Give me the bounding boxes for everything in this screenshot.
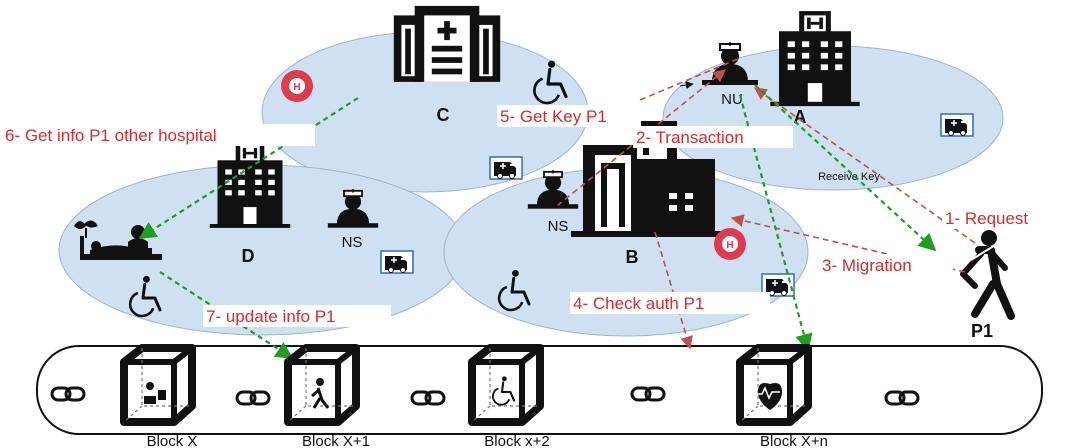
step-label-update-info: 7- update info P1 — [203, 305, 391, 327]
node-c-letter: C — [437, 105, 450, 125]
hospital-building-icon — [571, 121, 727, 237]
arrow-request — [753, 87, 976, 244]
step-label-migration: 3- Migration — [819, 254, 953, 276]
h-badge-letter: H — [293, 82, 300, 93]
block-label-x1: Block X+1 — [302, 433, 370, 448]
hospital-building-icon — [209, 142, 291, 228]
arrow-get-info — [138, 97, 359, 239]
step-3-text: 3- Migration — [822, 256, 912, 275]
arrow-transaction — [557, 69, 726, 206]
step-2-text: 2- Transaction — [636, 128, 744, 147]
blockchain-block-icon — [740, 348, 808, 422]
hospital-h-badge-icon: H — [714, 228, 746, 260]
arrow-to-block-n — [738, 94, 813, 352]
hospital-building-icon — [393, 5, 501, 82]
node-d-letter: D — [242, 246, 255, 266]
step-label-check-auth: 4- Check auth P1 — [570, 292, 770, 314]
node-b-letter: B — [626, 247, 639, 267]
hospital-h-badge-icon: H — [281, 70, 313, 102]
step-1-text: 1- Request — [945, 209, 1028, 228]
step-7-text: 7- update info P1 — [206, 307, 335, 326]
patient-walking-icon — [960, 230, 1015, 320]
step-6-text: 6- Get info P1 other hospital — [5, 126, 217, 145]
arrow-receive-key — [754, 84, 937, 252]
h-badge-letter: H — [726, 240, 733, 251]
block-label-x2: Block x+2 — [484, 433, 549, 448]
arrow-get-key — [639, 57, 741, 101]
step-label-get-info: 6- Get info P1 other hospital — [3, 124, 315, 146]
blockchain-block-icon — [472, 348, 540, 422]
blockchain-block-icon — [124, 348, 192, 422]
ambulance-icon — [489, 156, 523, 180]
patient-label: P1 — [971, 321, 993, 341]
node-a-nurse-label: NU — [721, 91, 743, 108]
block-label-xn: Block X+n — [760, 433, 828, 448]
node-b-nurse-label: NS — [548, 218, 569, 235]
step-label-request: 1- Request — [942, 207, 1064, 229]
arrow-get-key-head — [679, 81, 694, 90]
node-d-nurse-label: NS — [342, 234, 363, 251]
step-4-text: 4- Check auth P1 — [573, 294, 704, 313]
arrow-check-auth — [654, 231, 693, 350]
ambulance-icon — [380, 250, 414, 274]
step-label-transaction: 2- Transaction — [633, 126, 793, 148]
ambulance-icon — [940, 113, 974, 137]
receive-key-note: Receive Key — [818, 171, 880, 183]
hospital-building-icon — [770, 11, 860, 107]
blockchain-block-icon — [288, 348, 356, 422]
block-label-x: Block X — [147, 433, 198, 448]
step-label-get-key: 5- Get Key P1 — [497, 105, 641, 127]
step-5-text: 5- Get Key P1 — [500, 107, 607, 126]
node-a-letter: A — [794, 107, 807, 127]
patient-bed-icon — [74, 220, 162, 260]
